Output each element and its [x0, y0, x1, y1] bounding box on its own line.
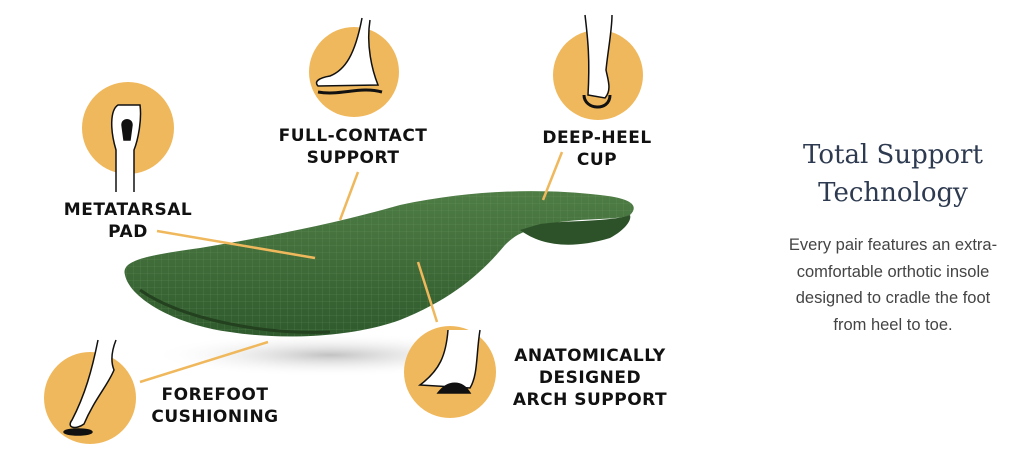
description: Every pair features an extra- comfortabl…	[768, 232, 1018, 338]
insole-image	[124, 191, 634, 337]
label-line: DEEP-HEEL	[542, 128, 652, 148]
label-line: SUPPORT	[306, 148, 400, 168]
feature-label-deep-heel: DEEP-HEEL CUP	[527, 127, 667, 171]
leader-line-full-contact	[338, 171, 360, 221]
label-line: PAD	[108, 222, 148, 242]
title-line: Technology	[818, 178, 968, 208]
foot-side-icon	[315, 17, 380, 87]
label-line: CUSHIONING	[151, 407, 279, 427]
leader-line-arch	[416, 261, 439, 323]
page-title: Total Support Technology	[763, 136, 1023, 212]
arch-foot-icon	[417, 329, 481, 389]
label-line: CUP	[576, 150, 618, 170]
title-line: Total Support	[803, 140, 983, 170]
description-line: from heel to toe.	[833, 315, 953, 334]
leader-line-deep-heel	[541, 151, 564, 201]
leader-line-metatarsal	[156, 229, 316, 260]
feature-label-forefoot: FOREFOOT CUSHIONING	[140, 384, 290, 428]
label-line: ANATOMICALLY	[514, 346, 666, 366]
label-line: FOREFOOT	[161, 385, 269, 405]
description-line: Every pair features an extra-	[788, 236, 998, 254]
label-line: DESIGNED	[538, 368, 642, 388]
heel-cup-icon	[584, 14, 613, 99]
feature-label-full-contact: FULL-CONTACT SUPPORT	[263, 125, 443, 169]
description-line: designed to cradle the foot	[795, 289, 991, 307]
label-line: METATARSAL	[63, 200, 193, 220]
foot-sole-icon	[111, 104, 142, 192]
feature-label-metatarsal: METATARSAL PAD	[48, 199, 208, 243]
feature-label-arch: ANATOMICALLY DESIGNED ARCH SUPPORT	[500, 345, 680, 411]
label-line: ARCH SUPPORT	[512, 390, 668, 410]
description-line: comfortable orthotic insole	[796, 262, 990, 281]
leader-line-forefoot	[139, 340, 269, 384]
label-line: FULL-CONTACT	[278, 126, 428, 146]
tiptoe-foot-icon	[69, 339, 117, 429]
insole-diagram	[44, 14, 643, 444]
